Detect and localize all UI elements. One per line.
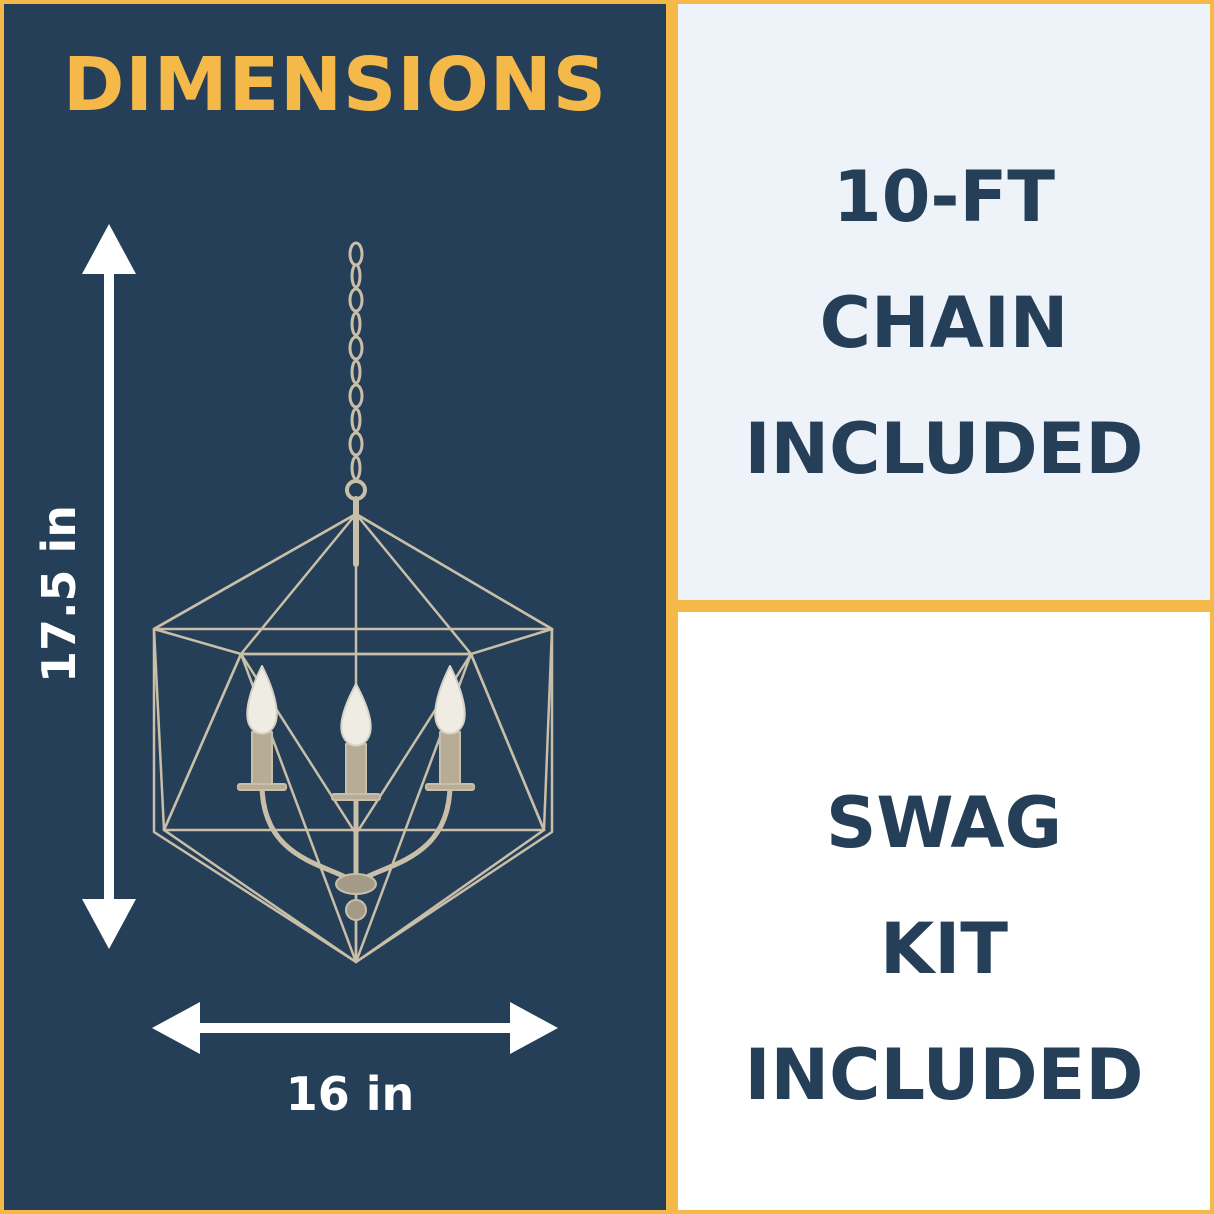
candle-sleeves [237,731,475,801]
dimensions-panel: DIMENSIONS [4,4,666,1210]
width-dimension-label: 16 in [285,1067,415,1121]
double-arrow-horizontal-icon [152,1002,558,1054]
feature-line: INCLUDED [744,408,1144,490]
height-dimension-label: 17.5 in [32,504,86,684]
swag-kit-feature-text: SWAG KIT INCLUDED [678,760,1210,1138]
feature-line: CHAIN [819,282,1069,364]
geometric-chandelier-image [152,241,554,964]
double-arrow-vertical-icon [82,224,136,949]
swag-kit-feature-panel: SWAG KIT INCLUDED [678,612,1210,1210]
dimensions-illustration [82,224,558,1054]
dimensions-title: DIMENSIONS [62,42,608,128]
chain-feature-text: 10-FT CHAIN INCLUDED [678,134,1210,512]
feature-line: INCLUDED [744,1034,1144,1116]
feature-line: 10-FT [832,156,1056,238]
chain-image [345,241,367,501]
bulb-icons [246,665,466,747]
chain-feature-panel: 10-FT CHAIN INCLUDED [678,4,1210,600]
feature-line: SWAG [825,782,1063,864]
feature-line: KIT [879,908,1009,990]
